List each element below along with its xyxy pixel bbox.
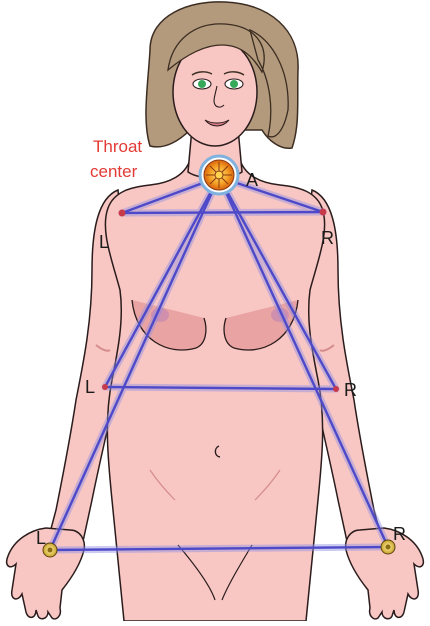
hand-left-label: L [36, 528, 46, 548]
waist-left-label: L [85, 377, 95, 397]
figure [7, 2, 424, 621]
node-waist-left [102, 384, 108, 390]
throat-label-line2: center [90, 162, 138, 181]
node-shoulder-right [320, 209, 327, 216]
hand-right-label: R [393, 524, 406, 544]
node-shoulder-left [119, 210, 126, 217]
throat-center-orb [200, 156, 238, 194]
node-waist-right [333, 386, 339, 392]
left-iris [198, 80, 206, 88]
shoulder-crossline [122, 212, 323, 213]
shoulder-right-label: R [321, 228, 334, 248]
waist-right-label: R [344, 380, 357, 400]
shoulder-left-label: L [99, 232, 109, 252]
apex-label: A [246, 170, 258, 190]
right-iris [230, 80, 238, 88]
throat-label-line1: Throat [93, 137, 142, 156]
